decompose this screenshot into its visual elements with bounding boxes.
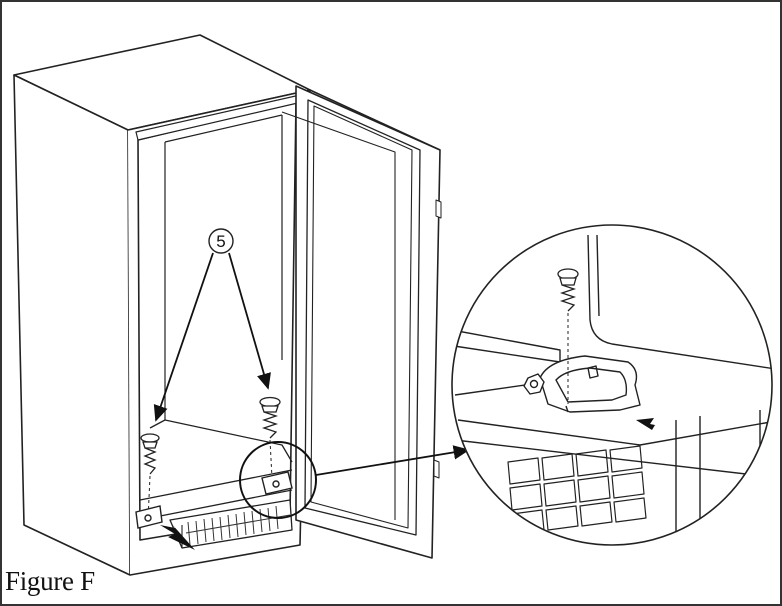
magnifier-ring (239, 441, 317, 519)
magnifier-connector (315, 445, 470, 476)
figure-caption: Figure F (5, 566, 95, 596)
pointer-arrow-detail (636, 418, 690, 432)
left-bracket (135, 505, 163, 529)
right-bracket (261, 471, 293, 495)
open-door (281, 85, 442, 559)
right-screw-guide (269, 439, 273, 479)
callout-arrows (153, 252, 271, 422)
pointer-arrow-left (160, 522, 195, 550)
left-screw (140, 433, 160, 475)
right-screw (259, 396, 281, 439)
callout-5: 5 (208, 228, 234, 254)
callout-number: 5 (216, 232, 225, 251)
detail-view (451, 224, 773, 546)
